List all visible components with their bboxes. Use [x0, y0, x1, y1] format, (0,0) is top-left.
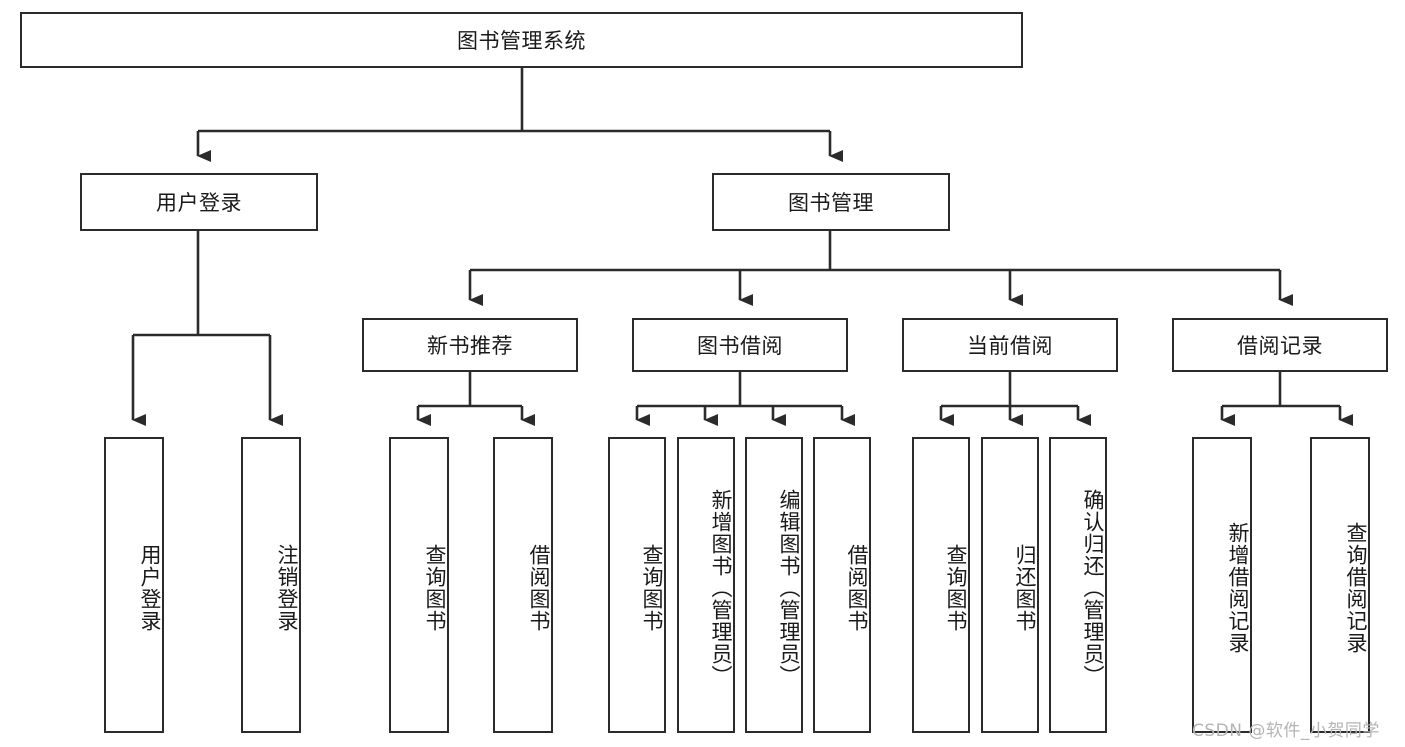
- node-label: 查询图书: [640, 544, 664, 632]
- node-label: 图书借阅: [697, 334, 783, 358]
- node-label: 查询图书: [944, 544, 968, 632]
- node-label: 借阅记录: [1237, 334, 1323, 358]
- node-label: 图书管理: [788, 191, 874, 215]
- node-label: 新增图书（管理员）: [709, 489, 733, 687]
- leaf-current-confirm-return-admin[interactable]: 确认归还（管理员）: [1049, 437, 1107, 733]
- node-current-borrow[interactable]: 当前借阅: [902, 318, 1118, 372]
- node-label: 借阅图书: [527, 544, 551, 632]
- node-label: 确认归还（管理员）: [1081, 489, 1105, 687]
- leaf-borrow-add-book-admin[interactable]: 新增图书（管理员）: [677, 437, 735, 733]
- node-label: 图书管理系统: [457, 29, 586, 53]
- node-label: 查询借阅记录: [1344, 522, 1368, 654]
- leaf-borrow-query-book[interactable]: 查询图书: [608, 437, 666, 733]
- node-user-login[interactable]: 用户登录: [80, 173, 318, 231]
- csdn-watermark: CSDN @软件_小贺同学: [1192, 721, 1380, 741]
- leaf-borrow-edit-book-admin[interactable]: 编辑图书（管理员）: [745, 437, 803, 733]
- node-label: 新增借阅记录: [1226, 522, 1250, 654]
- node-label: 当前借阅: [967, 334, 1053, 358]
- node-root-system[interactable]: 图书管理系统: [20, 12, 1023, 68]
- node-label: 归还图书: [1013, 544, 1037, 632]
- node-label: 用户登录: [156, 191, 242, 215]
- node-new-book-recommend[interactable]: 新书推荐: [362, 318, 578, 372]
- node-label: 查询图书: [423, 544, 447, 632]
- leaf-record-add-record[interactable]: 新增借阅记录: [1192, 437, 1252, 733]
- leaf-current-return-book[interactable]: 归还图书: [981, 437, 1039, 733]
- leaf-user-login-signout[interactable]: 注销登录: [241, 437, 301, 733]
- node-label: 注销登录: [275, 544, 299, 632]
- node-label: 用户登录: [138, 544, 162, 632]
- leaf-user-login-signin[interactable]: 用户登录: [104, 437, 164, 733]
- node-book-borrow[interactable]: 图书借阅: [632, 318, 848, 372]
- node-book-management[interactable]: 图书管理: [712, 173, 950, 231]
- leaf-borrow-borrow-book[interactable]: 借阅图书: [813, 437, 871, 733]
- node-label: 借阅图书: [845, 544, 869, 632]
- leaf-recommend-borrow-book[interactable]: 借阅图书: [493, 437, 553, 733]
- node-borrow-record[interactable]: 借阅记录: [1172, 318, 1388, 372]
- node-label: 新书推荐: [427, 334, 513, 358]
- leaf-record-query-record[interactable]: 查询借阅记录: [1310, 437, 1370, 733]
- leaf-recommend-query-book[interactable]: 查询图书: [389, 437, 449, 733]
- leaf-current-query-book[interactable]: 查询图书: [912, 437, 970, 733]
- node-label: 编辑图书（管理员）: [777, 489, 801, 687]
